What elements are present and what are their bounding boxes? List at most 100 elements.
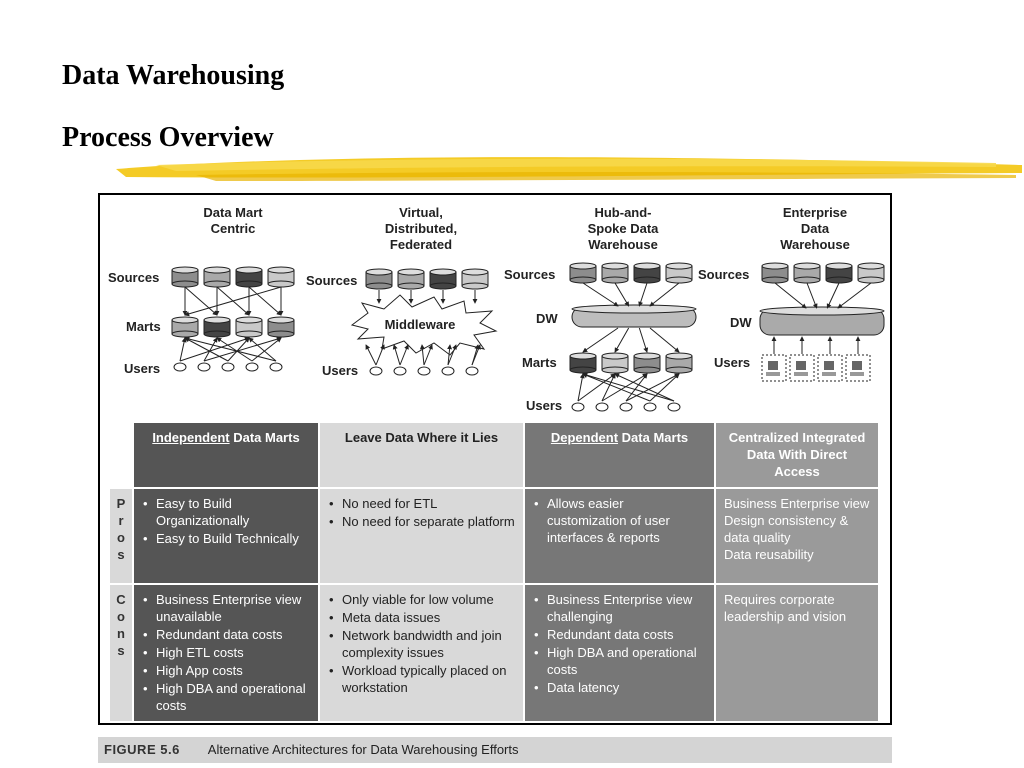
flow-arrow bbox=[638, 327, 649, 353]
flow-arrow bbox=[184, 336, 277, 362]
user-icon bbox=[173, 362, 187, 372]
user-icon bbox=[571, 402, 585, 412]
list-item: No need for ETL bbox=[329, 495, 515, 512]
figure-caption-text: Alternative Architectures for Data Wareh… bbox=[207, 742, 519, 757]
diagram-label: Users bbox=[124, 361, 161, 376]
flow-arrow bbox=[179, 337, 187, 362]
figure-caption: FIGURE 5.6 Alternative Architectures for … bbox=[98, 737, 892, 763]
pros-independent: Easy to Build Organizationally Easy to B… bbox=[134, 489, 318, 583]
flow-arrow bbox=[471, 344, 481, 366]
flow-arrow bbox=[601, 373, 648, 402]
list-item: Business Enterprise view unavailable bbox=[143, 591, 310, 625]
list-item: High App costs bbox=[143, 662, 310, 679]
header-leave-data: Leave Data Where it Lies bbox=[320, 423, 523, 487]
flow-arrow bbox=[582, 282, 619, 307]
flow-arrow bbox=[601, 373, 616, 402]
flow-arrow bbox=[774, 282, 807, 309]
list-item: Design consistency & data quality bbox=[724, 513, 849, 545]
user-icon bbox=[619, 402, 633, 412]
list-item: Workload typically placed on workstation bbox=[329, 662, 515, 696]
diagram-label: Sources bbox=[306, 273, 358, 288]
flow-arrow bbox=[614, 327, 630, 353]
diagram-label: Sources bbox=[504, 267, 556, 282]
flow-arrow bbox=[826, 282, 840, 309]
user-icon bbox=[667, 402, 681, 412]
flow-arrow bbox=[251, 337, 282, 362]
flow-arrow bbox=[248, 286, 282, 316]
list-item: Easy to Build Organizationally bbox=[143, 495, 310, 529]
flow-arrow bbox=[837, 282, 872, 309]
list-item: Business Enterprise view bbox=[724, 496, 870, 511]
pros-centralized: Business Enterprise view Design consiste… bbox=[716, 489, 878, 583]
user-icon bbox=[465, 366, 479, 376]
flow-arrow bbox=[184, 337, 229, 362]
list-item: Network bandwidth and join complexity is… bbox=[329, 627, 515, 661]
flow-arrow bbox=[806, 282, 818, 309]
flow-arrow bbox=[638, 282, 648, 307]
flow-arrow bbox=[365, 344, 377, 366]
cons-leave-data: Only viable for low volume Meta data iss… bbox=[320, 585, 523, 721]
user-icon bbox=[595, 402, 609, 412]
list-item: Meta data issues bbox=[329, 609, 515, 626]
diagram-label: DW bbox=[730, 315, 752, 330]
flow-arrow bbox=[179, 336, 250, 362]
user-icon bbox=[221, 362, 235, 372]
comparison-table: Independent Data Marts Leave Data Where … bbox=[108, 421, 880, 723]
list-item: Business Enterprise view challenging bbox=[534, 591, 706, 625]
header-dependent: Dependent Data Marts bbox=[525, 423, 714, 487]
flow-arrow bbox=[625, 373, 648, 402]
flow-arrow bbox=[577, 373, 616, 402]
list-item: Requires corporate leadership and vision bbox=[724, 592, 847, 624]
flow-arrow bbox=[248, 337, 277, 362]
flow-arrow bbox=[447, 344, 457, 366]
flow-arrow bbox=[227, 337, 250, 362]
list-item: High DBA and operational costs bbox=[143, 680, 310, 714]
list-item: High ETL costs bbox=[143, 644, 310, 661]
flow-arrow bbox=[423, 344, 433, 366]
flow-arrow bbox=[625, 373, 680, 402]
flow-arrow bbox=[614, 373, 675, 402]
section-title: Virtual,Distributed,Federated bbox=[384, 205, 458, 252]
cons-dependent: Business Enterprise view challenging Red… bbox=[525, 585, 714, 721]
flow-arrow bbox=[447, 344, 453, 366]
flow-arrow bbox=[582, 327, 619, 353]
flow-arrow bbox=[649, 282, 680, 307]
diagram-label: Users bbox=[714, 355, 751, 370]
pros-leave-data: No need for ETL No need for separate pla… bbox=[320, 489, 523, 583]
diagram-label: Sources bbox=[698, 267, 750, 282]
user-icon bbox=[441, 366, 455, 376]
list-item: Data latency bbox=[534, 679, 706, 696]
slide-title: Data Warehousing bbox=[62, 60, 285, 91]
diagram-label: Marts bbox=[126, 319, 161, 334]
flow-arrow bbox=[419, 344, 425, 366]
user-icon bbox=[393, 366, 407, 376]
figure-number: FIGURE 5.6 bbox=[104, 742, 180, 757]
diagram-label: Users bbox=[322, 363, 359, 378]
flow-arrow bbox=[399, 344, 409, 366]
list-item: Easy to Build Technically bbox=[143, 530, 310, 547]
flow-arrow bbox=[649, 327, 680, 353]
header-centralized: Centralized Integrated Data With Direct … bbox=[716, 423, 878, 487]
highlight-stroke bbox=[116, 157, 1022, 181]
user-icon bbox=[197, 362, 211, 372]
user-icon bbox=[245, 362, 259, 372]
flow-arrow bbox=[582, 372, 675, 402]
flow-arrow bbox=[392, 344, 401, 366]
user-icon bbox=[417, 366, 431, 376]
diagram-label: DW bbox=[536, 311, 558, 326]
diagram-label: Sources bbox=[108, 270, 160, 285]
flow-arrow bbox=[203, 336, 282, 362]
list-item: High DBA and operational costs bbox=[534, 644, 706, 678]
architecture-diagrams: Middleware bbox=[171, 262, 885, 412]
pros-dependent: Allows easier customization of user inte… bbox=[525, 489, 714, 583]
flow-arrow bbox=[184, 286, 282, 317]
slide-subtitle: Process Overview bbox=[62, 122, 274, 153]
flow-arrow bbox=[649, 373, 680, 402]
header-independent: Independent Data Marts bbox=[134, 423, 318, 487]
flow-arrow bbox=[577, 373, 585, 402]
